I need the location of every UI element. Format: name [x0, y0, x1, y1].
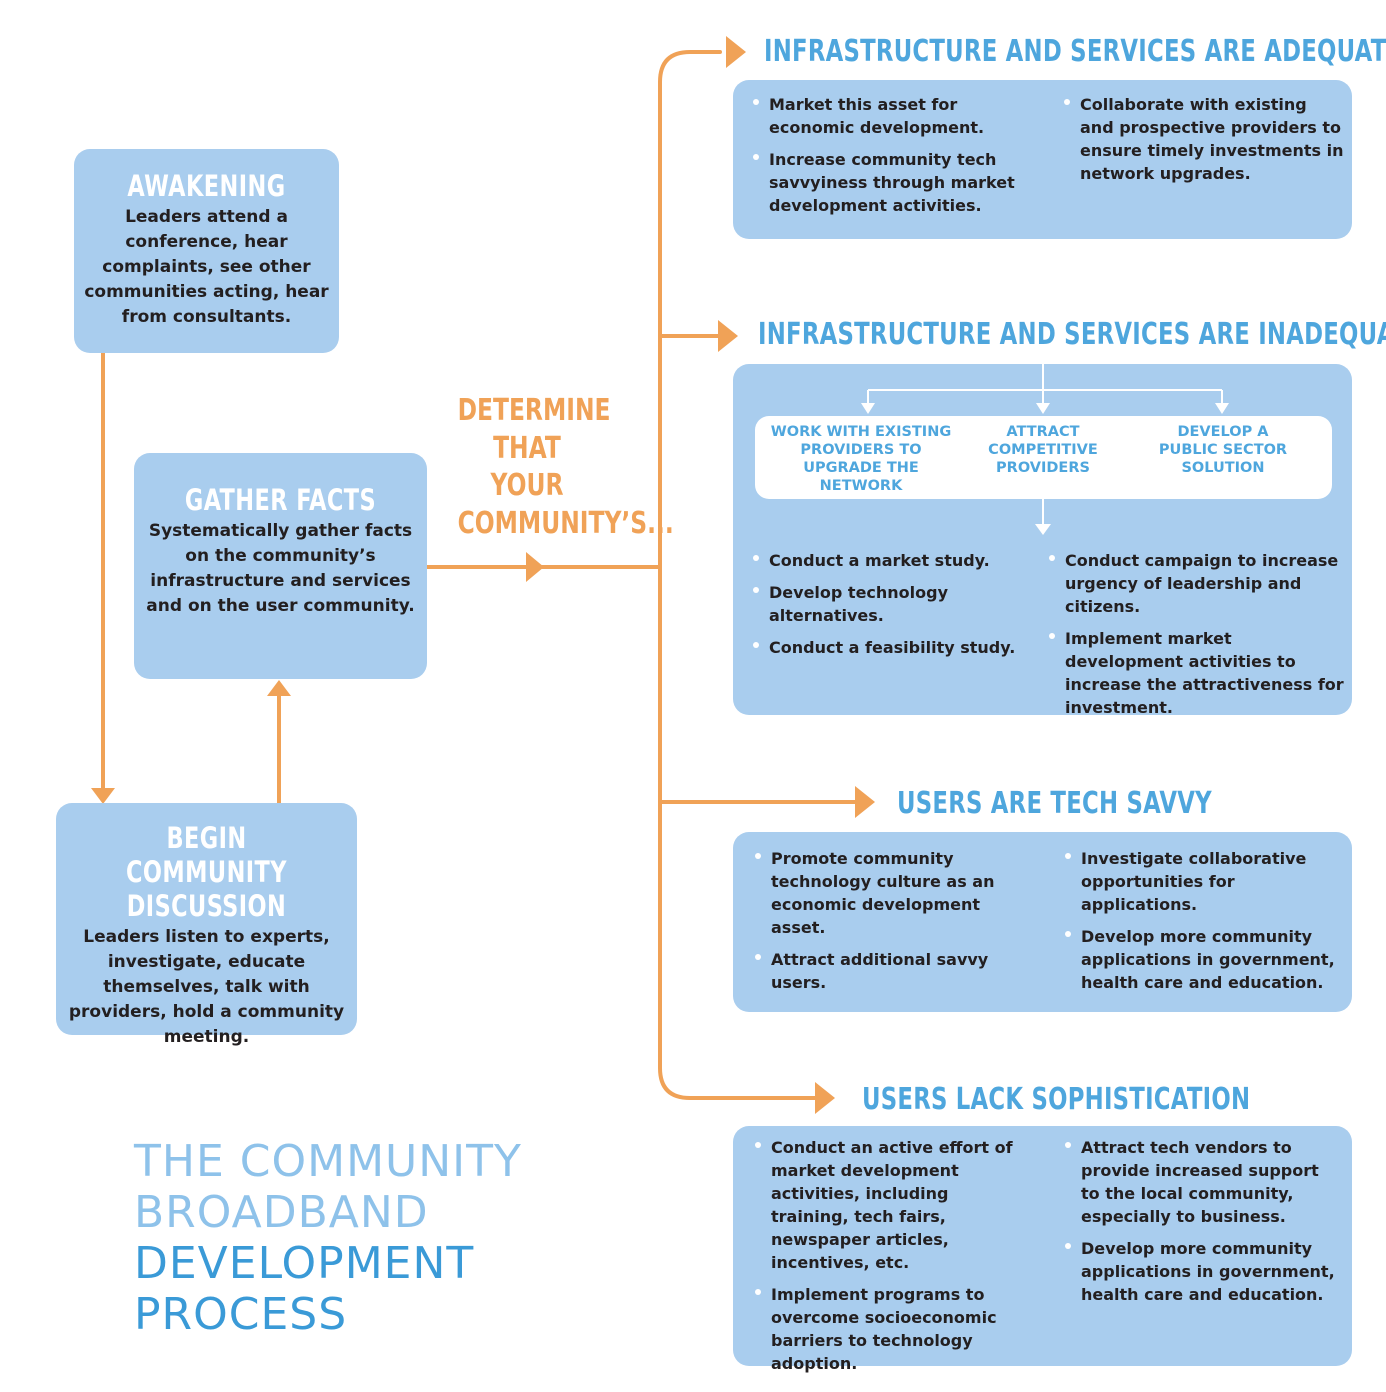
arrowhead-mid	[526, 552, 544, 582]
lack-left-list: Conduct an active effort of market devel…	[755, 1136, 1027, 1384]
branch-heading-savvy: USERS ARE TECH SAVVY	[897, 786, 1212, 821]
options-bar: WORK WITH EXISTING PROVIDERS TO UPGRADE …	[755, 416, 1332, 499]
determine-line-2: THAT	[493, 430, 561, 466]
list-item: Conduct an active effort of market devel…	[755, 1136, 1027, 1274]
branch-box-lack	[733, 1126, 1352, 1366]
main-title-line1: THE COMMUNITY	[134, 1136, 522, 1187]
savvy-right-list: Investigate collaborative opportunities …	[1065, 847, 1343, 1003]
determine-line-4: COMMUNITY’S...	[457, 505, 674, 541]
gather-facts-text: Systematically gather facts on the commu…	[146, 521, 415, 616]
determine-line-1: DETERMINE	[457, 393, 611, 428]
list-item: Conduct a market study.	[753, 549, 1023, 572]
adequate-right-list: Collaborate with existing and prospectiv…	[1064, 93, 1344, 194]
list-item: Investigate collaborative opportunities …	[1065, 847, 1321, 916]
begin-discussion-title-line1: BEGIN COMMUNITY	[126, 821, 287, 889]
branch-box-savvy	[733, 832, 1352, 1012]
arrowhead-facts	[267, 680, 291, 696]
determine-line-3: YOUR	[490, 468, 564, 503]
list-item: Attract tech vendors to provide increase…	[1065, 1136, 1336, 1228]
branch-box-adequate	[733, 80, 1352, 239]
main-title-line2: BROADBAND	[134, 1187, 429, 1238]
list-item: Conduct campaign to increase urgency of …	[1049, 549, 1347, 618]
awakening-text: Leaders attend a conference, hear compla…	[84, 207, 329, 327]
main-title: THE COMMUNITY BROADBAND DEVELOPMENT PROC…	[134, 1136, 522, 1340]
list-item: Develop more community applications in g…	[1065, 925, 1343, 994]
connector-trunk	[658, 50, 820, 1100]
list-item: Conduct a feasibility study.	[753, 636, 1023, 659]
begin-discussion-box: BEGIN COMMUNITY DISCUSSION Leaders liste…	[56, 803, 357, 1047]
list-item: Develop more community applications in g…	[1065, 1237, 1343, 1306]
begin-discussion-text: Leaders listen to experts, investigate, …	[68, 927, 345, 1047]
inadequate-left-list: Conduct a market study. Develop technolo…	[753, 549, 1023, 668]
option-work-with-existing: WORK WITH EXISTING PROVIDERS TO UPGRADE …	[770, 424, 952, 494]
adequate-left-list: Market this asset for economic developme…	[753, 93, 1043, 226]
arrowhead-discussion	[91, 788, 115, 804]
list-item: Implement market development activities …	[1049, 627, 1347, 719]
branch-heading-inadequate: INFRASTRUCTURE AND SERVICES ARE INADEQUA…	[758, 317, 1386, 352]
list-item: Attract additional savvy users.	[755, 948, 995, 994]
list-item: Promote community technology culture as …	[755, 847, 995, 939]
arrowhead-inadequate	[718, 320, 738, 352]
lack-right-list: Attract tech vendors to provide increase…	[1065, 1136, 1343, 1315]
option-public-sector: DEVELOP A PUBLIC SECTOR SOLUTION	[1158, 424, 1288, 476]
awakening-title: AWAKENING	[127, 169, 286, 203]
inadequate-right-list: Conduct campaign to increase urgency of …	[1049, 549, 1347, 728]
list-item: Increase community tech savvyiness throu…	[753, 148, 1043, 217]
arrowhead-adequate	[726, 36, 746, 68]
main-title-line3: DEVELOPMENT	[134, 1238, 475, 1289]
list-item: Develop technology alternatives.	[753, 581, 969, 627]
savvy-left-list: Promote community technology culture as …	[755, 847, 995, 1003]
branch-heading-lack: USERS LACK SOPHISTICATION	[862, 1082, 1251, 1117]
list-item: Implement programs to overcome socioecon…	[755, 1283, 1021, 1375]
gather-facts-title: GATHER FACTS	[184, 483, 377, 517]
branch-heading-adequate: INFRASTRUCTURE AND SERVICES ARE ADEQUATE	[764, 34, 1386, 69]
determine-label: DETERMINE THAT YOUR COMMUNITY’S...	[438, 392, 674, 542]
awakening-box: AWAKENING Leaders attend a conference, h…	[74, 149, 339, 353]
arrowhead-lack	[815, 1082, 835, 1114]
list-item: Market this asset for economic developme…	[753, 93, 1043, 139]
list-item: Collaborate with existing and prospectiv…	[1064, 93, 1344, 185]
main-title-line4: PROCESS	[134, 1289, 348, 1340]
gather-facts-box: GATHER FACTS Systematically gather facts…	[134, 453, 427, 679]
option-attract-competitive: ATTRACT COMPETITIVE PROVIDERS	[988, 424, 1098, 476]
begin-discussion-title-line2: DISCUSSION	[126, 889, 287, 923]
arrowhead-savvy	[855, 786, 875, 818]
